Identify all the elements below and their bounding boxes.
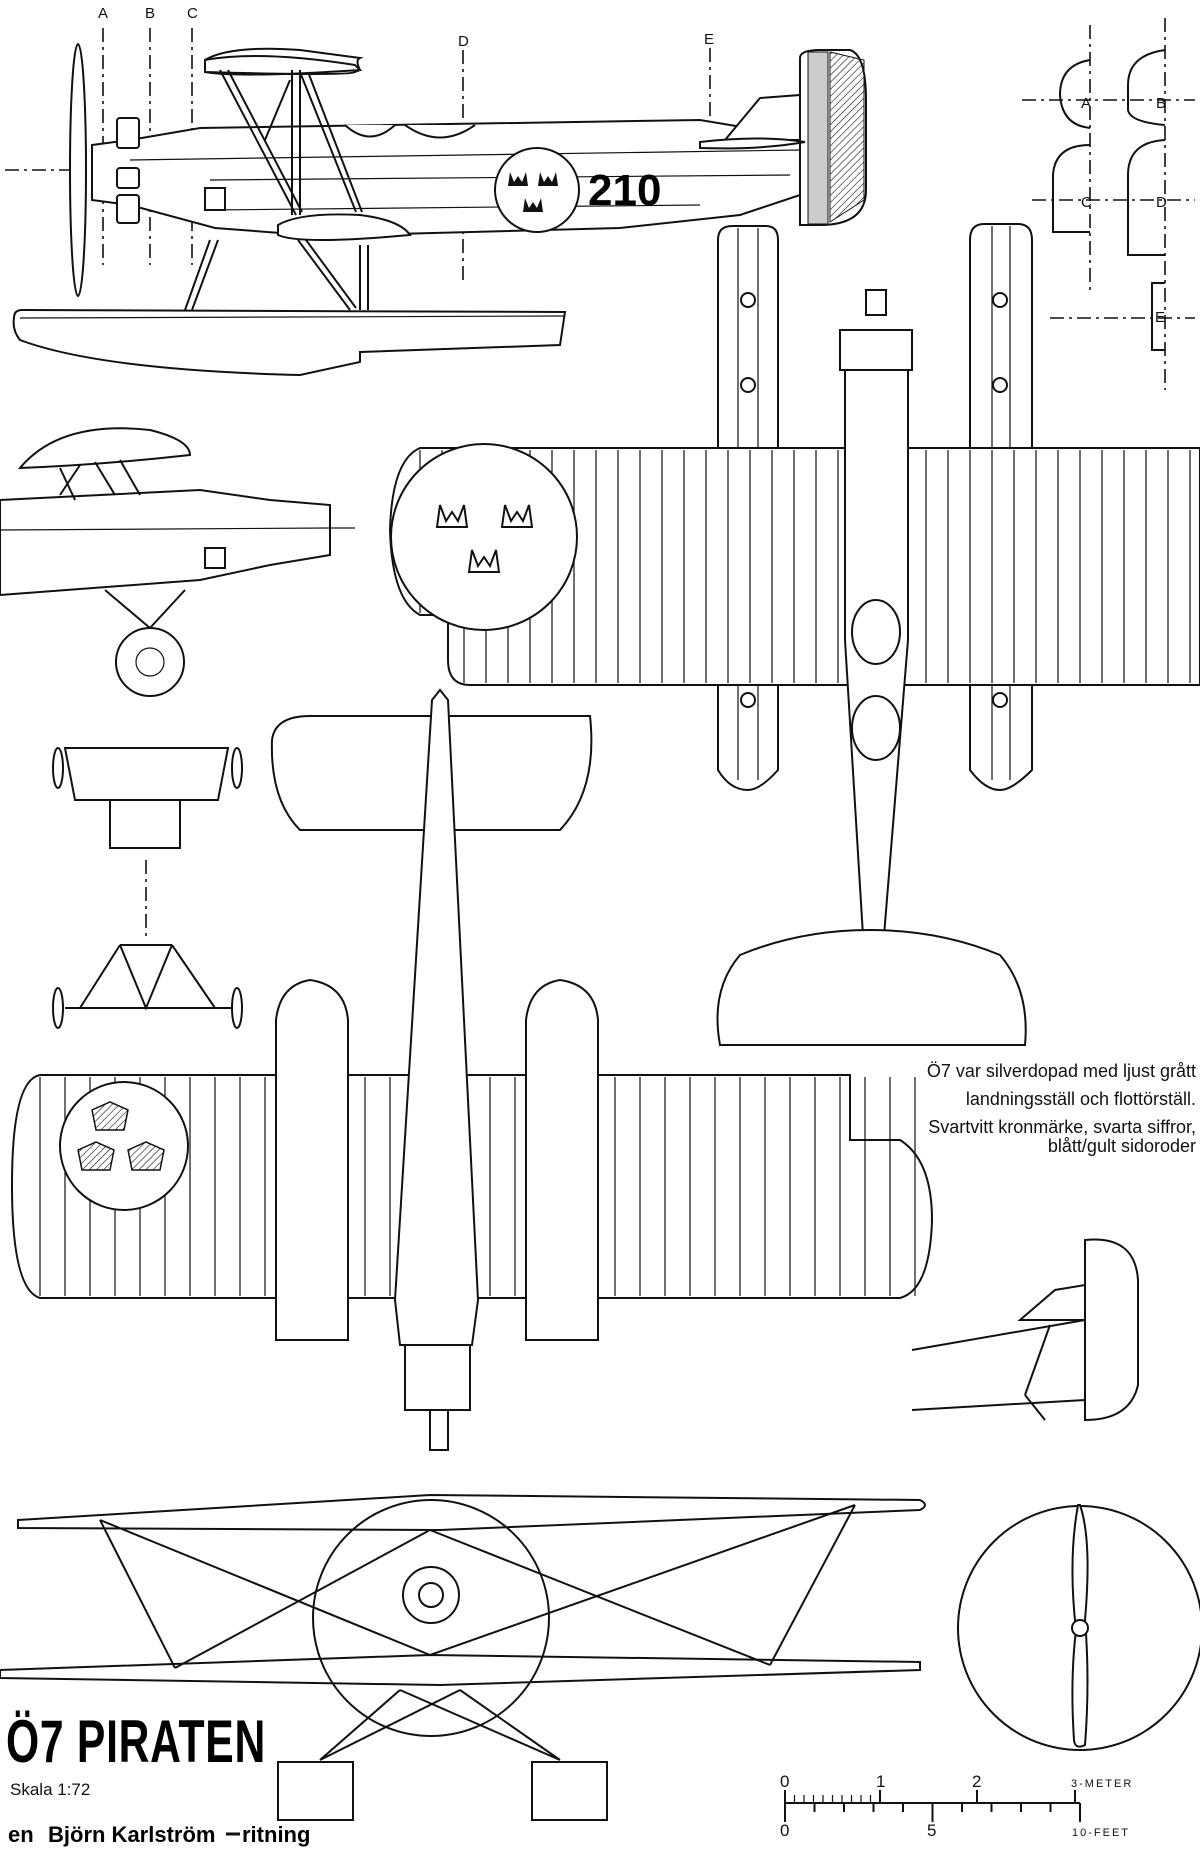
caption-line-2: landningsställ och flottörställ. <box>966 1089 1196 1109</box>
float-front-right <box>531 1761 608 1821</box>
tailplane-top <box>716 928 1027 1046</box>
scale-meter-2: 2 <box>972 1772 981 1791</box>
engine-top <box>839 329 913 371</box>
float-hatch-circle <box>992 692 1008 708</box>
float-front-left <box>277 1761 354 1821</box>
propeller-front-detail <box>957 1504 1200 1751</box>
lower-wing-front <box>0 1653 921 1687</box>
float-bottom-left <box>275 978 349 1341</box>
roundel-bottom-wing <box>59 1081 189 1211</box>
wheel <box>115 627 185 697</box>
section-b <box>1127 49 1166 126</box>
upper-wing-landplane <box>17 427 192 470</box>
credit-suffix: ritning <box>242 1822 310 1847</box>
upper-wing-side <box>204 47 364 76</box>
propeller-side <box>69 43 87 297</box>
credit-name: Björn Karlström <box>48 1822 215 1847</box>
credit-prefix: en <box>8 1822 34 1847</box>
scale-meter-1: 1 <box>876 1772 885 1791</box>
float-hatch-circle <box>740 292 756 308</box>
cross-section-label-d: D <box>1156 194 1167 211</box>
side-view-seaplane: A B C D E <box>5 5 867 377</box>
float-struts-front <box>319 1689 561 1761</box>
cockpit-rear <box>851 695 901 761</box>
fin-side <box>722 93 801 141</box>
float-hatch-circle <box>740 692 756 708</box>
fuselage-number: 210 <box>588 166 661 215</box>
scale-text: Skala 1:72 <box>10 1780 90 1799</box>
engine-cylinders <box>116 117 140 224</box>
front-view-seaplane <box>0 1493 926 1821</box>
scale-feet-0: 0 <box>780 1821 789 1840</box>
scale-meter-3: 3-METER <box>1071 1778 1133 1790</box>
section-label-a: A <box>98 5 108 22</box>
section-e <box>1151 282 1165 351</box>
cockpits <box>344 124 476 139</box>
roundel-three-crowns <box>494 147 580 233</box>
side-view-landplane <box>0 427 355 697</box>
section-d <box>1127 139 1166 256</box>
caption-line-4: blått/gult sidoroder <box>1048 1136 1196 1156</box>
front-view-gear-upper <box>63 747 230 801</box>
propeller-disc-front <box>312 1499 550 1737</box>
fuselage-top <box>844 369 909 992</box>
tail-side-view <box>911 1238 1139 1422</box>
drawing-title: Ö7 PIRATEN <box>6 1708 266 1775</box>
top-view <box>388 223 1200 1046</box>
fuselage-cross-sections: A B C D E <box>1022 18 1195 390</box>
bottom-view <box>10 688 934 1451</box>
front-views-landplane <box>52 747 243 1029</box>
scale-bar: 0 1 2 3-METER 0 5 10-FEET <box>780 1772 1133 1840</box>
engine-bottom <box>404 1344 471 1411</box>
section-label-c: C <box>187 5 198 22</box>
interplane-bracing <box>99 1504 856 1669</box>
fuselage-bottom <box>393 688 480 1346</box>
cross-section-label-e: E <box>1155 309 1165 326</box>
roundel-top-wing <box>390 443 578 631</box>
propeller-hub-bottom <box>429 1409 449 1451</box>
section-c <box>1052 144 1091 233</box>
scale-meter-0: 0 <box>780 1772 789 1791</box>
cross-section-label-c: C <box>1081 194 1092 211</box>
fuselage-landplane <box>0 488 331 597</box>
tailplane-side <box>699 137 806 150</box>
upper-wing-front <box>17 1493 926 1532</box>
section-label-d: D <box>458 33 469 50</box>
float-side <box>12 308 567 377</box>
cockpit-front <box>851 599 901 665</box>
rudder-tail-view <box>1084 1238 1139 1422</box>
scale-feet-10: 10-FEET <box>1072 1827 1130 1839</box>
section-a <box>1058 59 1091 129</box>
wing-top <box>388 447 1200 686</box>
caption-line-1: Ö7 var silverdopad med ljust grått <box>927 1061 1196 1081</box>
float-hatch-circle <box>992 377 1008 393</box>
scale-feet-5: 5 <box>927 1821 936 1840</box>
float-hatch-circle <box>740 377 756 393</box>
access-hatch <box>204 187 226 211</box>
interplane-struts <box>184 69 369 311</box>
caption-line-3: Svartvitt kronmärke, svarta siffror, <box>928 1117 1196 1137</box>
lower-wing-side <box>277 213 412 241</box>
float-hatch-circle <box>992 292 1008 308</box>
front-view-gear-lower <box>65 944 235 1011</box>
propeller-hub-top <box>865 289 887 316</box>
cross-section-label-a: A <box>1081 95 1091 112</box>
float-bottom-right <box>525 978 599 1341</box>
cross-section-label-b: B <box>1156 95 1166 112</box>
section-label-b: B <box>145 5 155 22</box>
section-label-e: E <box>704 31 714 48</box>
